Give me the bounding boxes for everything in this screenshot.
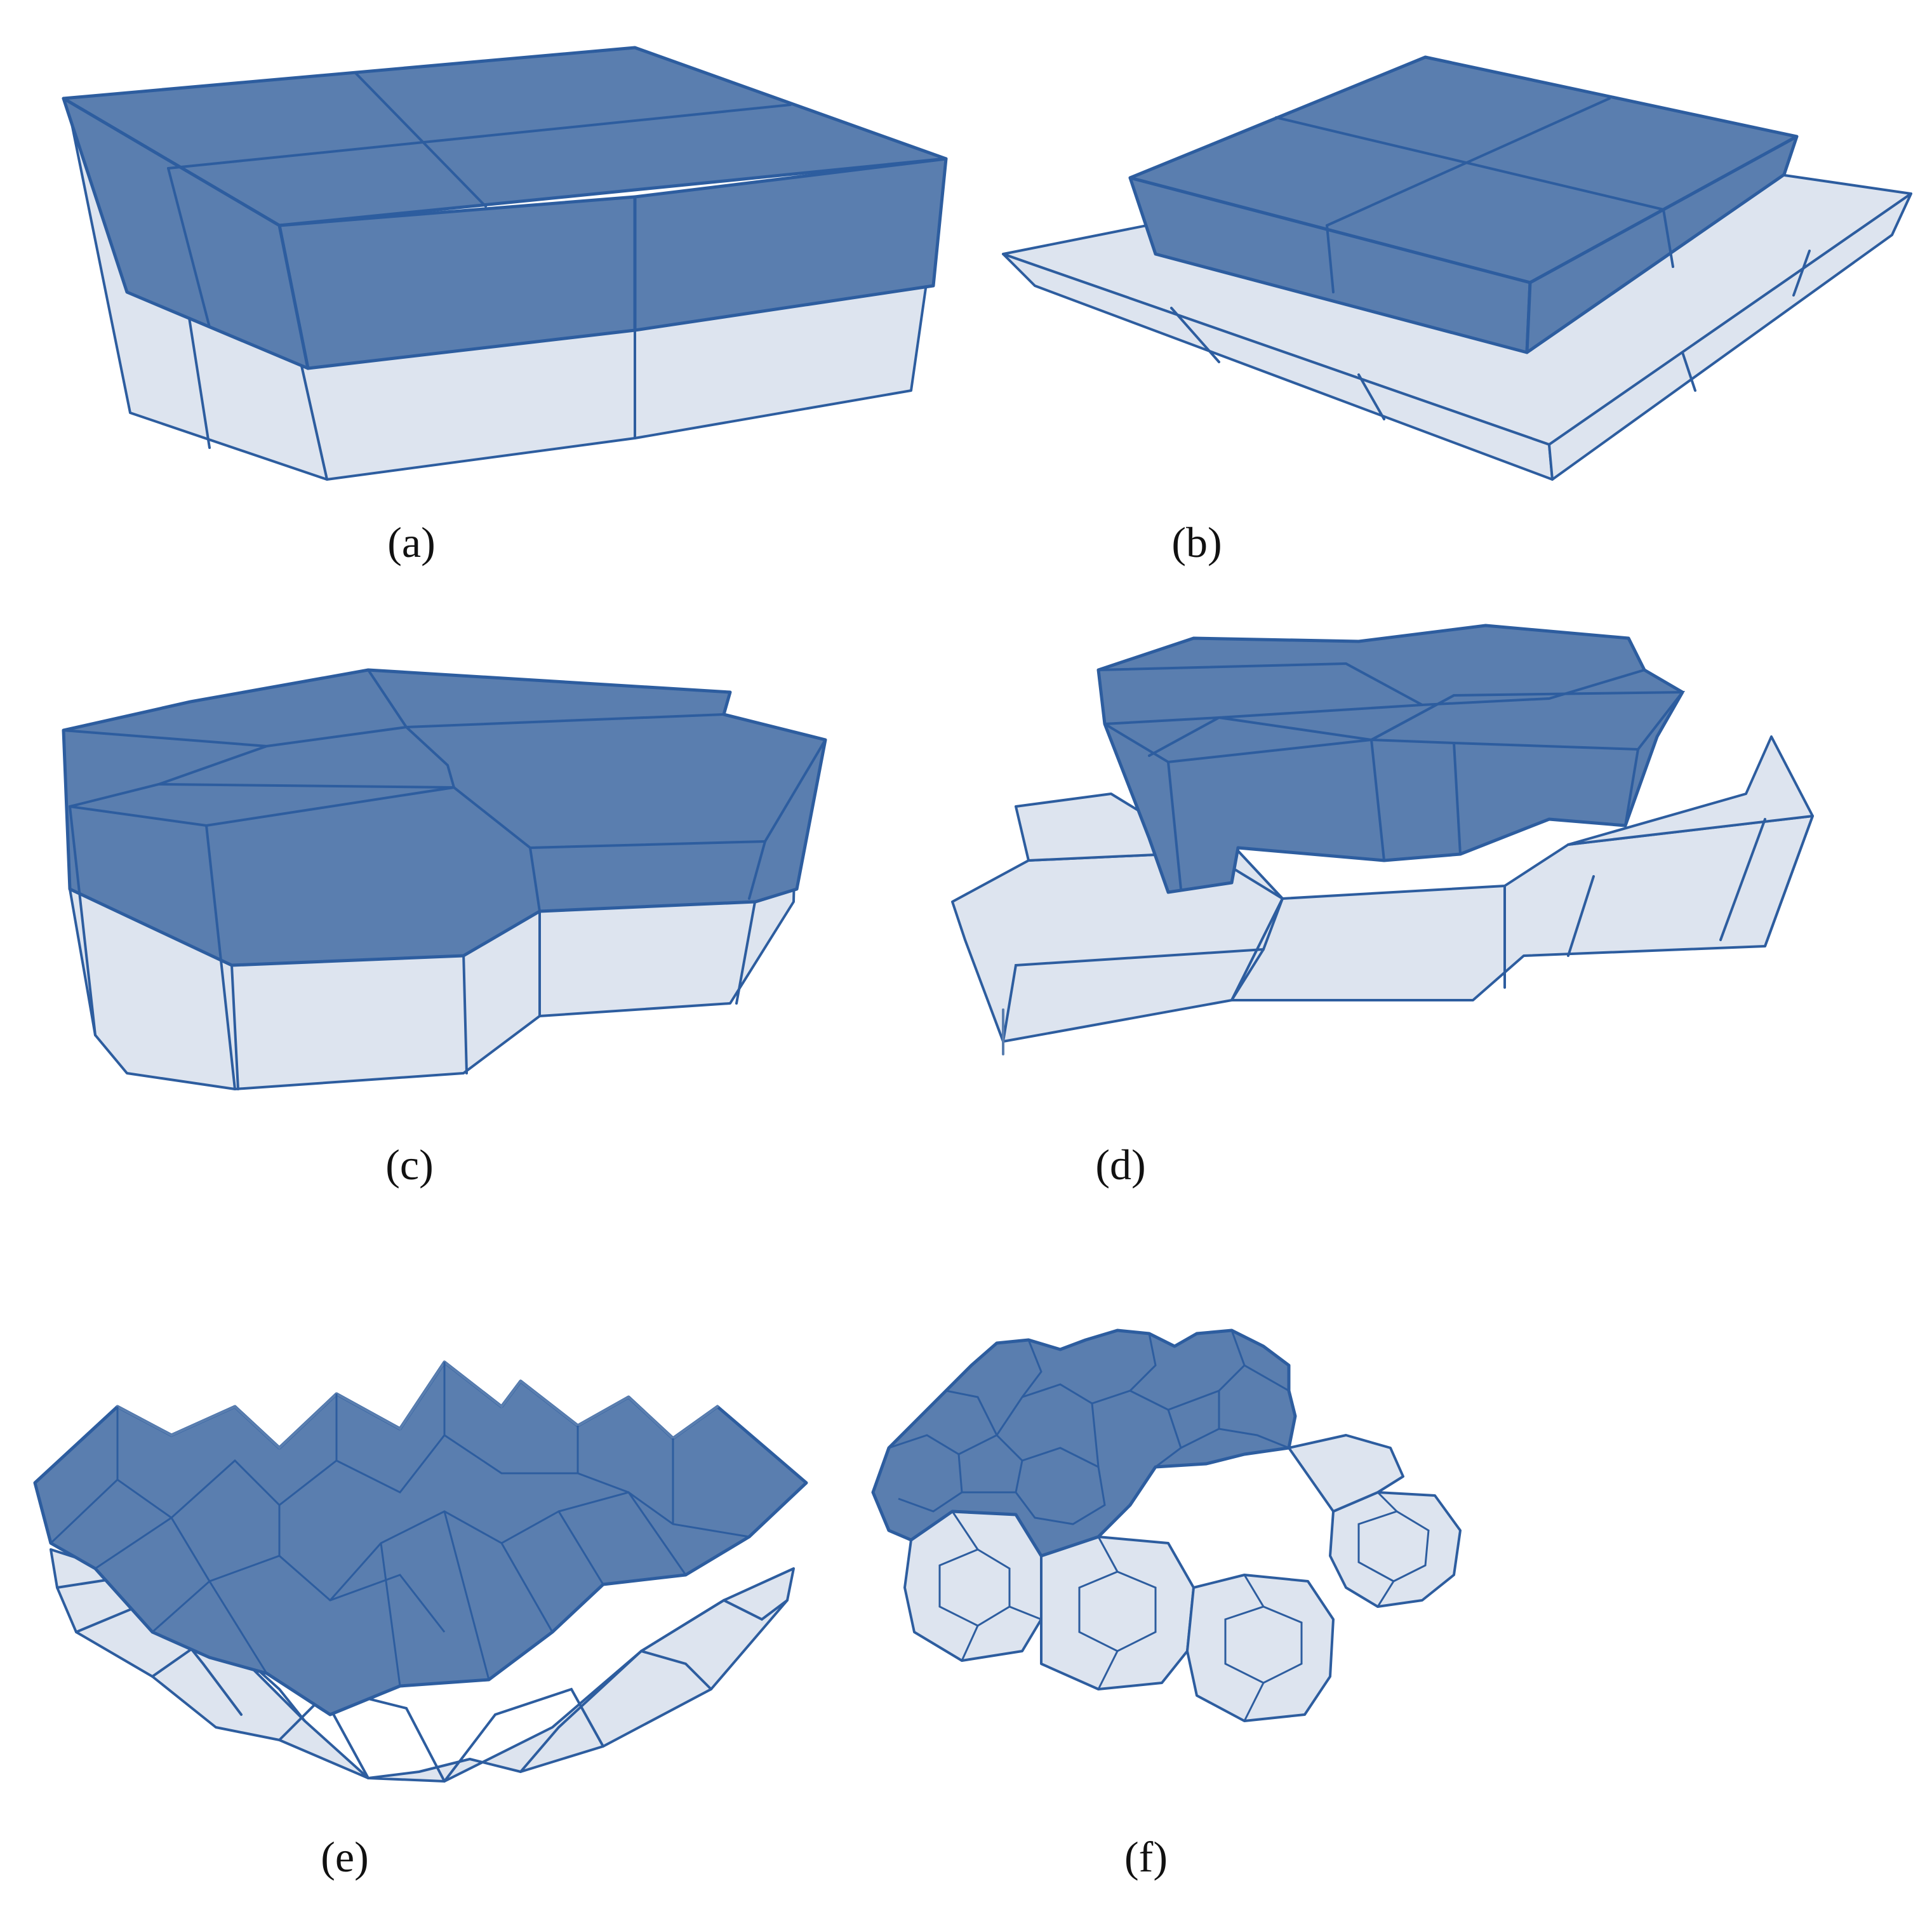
base-edge-4 [1567, 875, 1595, 957]
lower-cell-5 [1288, 1434, 1404, 1513]
top-divider-1 [167, 104, 792, 170]
lower-edge-8 [1376, 1491, 1398, 1513]
base-front-right-face [1548, 192, 1912, 481]
panel-e: (e) [0, 1334, 857, 1914]
panel-label: (e) [321, 1833, 369, 1881]
upper-lattice-edges [50, 1362, 750, 1687]
upper-top-edges-5 [405, 726, 455, 789]
upper-cells [871, 1328, 1297, 1558]
lower-edge-4 [1097, 1536, 1119, 1572]
panel-f: (f) [851, 1321, 1549, 1914]
panel-c: (c) [0, 622, 965, 1186]
lower-divider-1 [230, 964, 239, 1090]
panel-a: (a) [0, 0, 965, 564]
lower-cell-inner-edges [938, 1491, 1430, 1722]
upper-edge-10 [1015, 1447, 1106, 1525]
lower-lattice-7 [640, 1598, 789, 1652]
block-top-divider-2 [1326, 97, 1611, 227]
base-edge-1 [1002, 897, 1284, 1043]
lower-lattice-5 [443, 1687, 604, 1783]
upper-edge-6 [1129, 1333, 1157, 1392]
square-prism-stack-figure [62, 46, 948, 481]
upper-edge-12 [996, 1434, 1023, 1462]
block-front-divider-2 [1662, 208, 1674, 268]
panel-d: (d) [940, 610, 1932, 1186]
upper-edge-12 [443, 1511, 490, 1680]
upper-cluster [1096, 624, 1684, 894]
upper-edge-7 [1180, 1428, 1289, 1449]
upper-top-edges-1 [62, 669, 409, 748]
lower-edge-7 [1243, 1682, 1265, 1722]
upper-top-edges-3 [405, 713, 725, 728]
upper-edge-1 [888, 1434, 963, 1513]
lower-cell-2 [1040, 1536, 1195, 1690]
upper-left-divider [167, 167, 211, 328]
upper-edge-6 [558, 1491, 687, 1576]
lower-divider-2 [462, 951, 468, 1074]
block-top-divider-1 [1275, 116, 1665, 211]
square-prism-stack-figure [1002, 55, 1912, 481]
base-edge-6 [1719, 818, 1766, 941]
panel-label: (a) [387, 518, 436, 566]
base-divider-2 [1357, 373, 1385, 420]
upper-cell-edges [888, 1330, 1289, 1525]
block-front-divider-1 [1326, 224, 1335, 293]
lower-edge-9 [1376, 1581, 1395, 1607]
lower-divider-4 [735, 897, 757, 1005]
hexagonal-prism-stack-figure [951, 624, 1814, 1055]
upper-edge-3 [152, 1579, 268, 1674]
lower-edge-2 [1009, 1605, 1042, 1621]
upper-vertical-3 [748, 840, 766, 900]
base-hex-2 [1015, 793, 1284, 900]
cluster-vertical-1 [1167, 761, 1182, 890]
upper-vertical-4 [69, 805, 97, 1036]
base-edge-2 [1230, 948, 1265, 1001]
upper-edge-8 [1168, 1330, 1246, 1411]
panel-label: (c) [385, 1141, 434, 1189]
upper-edge-9 [1244, 1364, 1289, 1392]
lower-edge-3 [961, 1625, 979, 1661]
upper-edge-13 [1091, 1403, 1100, 1468]
lower-edge-6 [1243, 1574, 1265, 1607]
cluster-vertical-4 [1624, 748, 1639, 827]
panel-label: (f) [1124, 1833, 1168, 1881]
cluster-vertical-2 [1370, 739, 1385, 862]
base-divider-4 [1792, 250, 1811, 297]
base-edge-5 [1764, 815, 1814, 947]
upper-edge-4 [1021, 1339, 1043, 1398]
base-hex-4 [1567, 735, 1814, 846]
hexagonal-prism-stack-figure [62, 668, 827, 1090]
lower-edge-1 [951, 1511, 979, 1550]
rhombic-dodecahedron-stack-figure [33, 1360, 808, 1783]
base-divider-3 [1681, 351, 1696, 392]
upper-vertical-1 [205, 824, 236, 1090]
panel-label: (d) [1095, 1141, 1146, 1189]
upper-edge-11 [380, 1543, 401, 1687]
top-divider-2 [354, 72, 487, 208]
upper-edge-3 [945, 1389, 998, 1436]
upper-vertical-2 [529, 847, 541, 913]
cluster-vertical-3 [1453, 742, 1462, 855]
lower-edge-5 [1097, 1650, 1119, 1690]
cluster-edge-5 [1103, 690, 1686, 764]
panel-label: (b) [1171, 518, 1222, 566]
block-front-right-face [1525, 135, 1799, 354]
cluster-edge-4 [1148, 716, 1220, 757]
base-divider-1 [1170, 307, 1220, 363]
truncated-octahedron-stack-figure [871, 1328, 1462, 1722]
lower-cell-4 [1329, 1491, 1462, 1608]
panel-b: (b) [965, 0, 1932, 564]
lower-cell-3 [1186, 1574, 1335, 1722]
